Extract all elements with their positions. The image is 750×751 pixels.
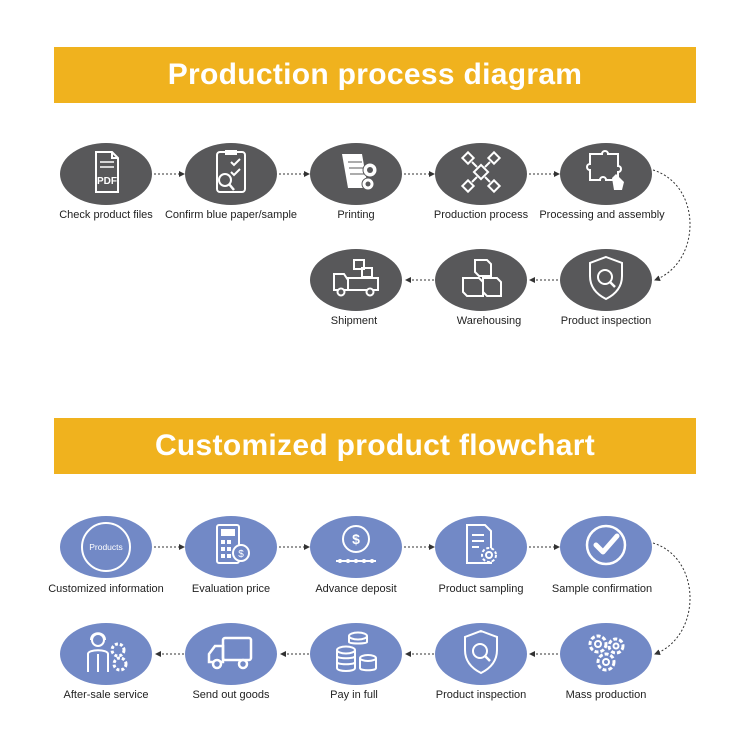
step-printing <box>310 143 402 205</box>
arrow <box>652 542 691 656</box>
arrow <box>652 169 691 282</box>
step-product-inspection <box>560 249 652 311</box>
step-mass-production <box>560 623 652 685</box>
svg-text:$: $ <box>352 531 360 547</box>
svg-text:PDF: PDF <box>97 176 117 187</box>
step-production-process <box>435 143 527 205</box>
delivery-truck-icon <box>203 628 259 681</box>
label-product-sampling: Product sampling <box>438 583 524 595</box>
document-gear-icon <box>453 521 509 574</box>
shield-search-icon <box>578 254 634 307</box>
gears-icon <box>578 628 634 681</box>
products-text: Products <box>89 542 123 552</box>
label-mass-production: Mass production <box>565 689 647 701</box>
checkmark-circle-icon <box>578 521 634 574</box>
step-customized-information: Products <box>60 516 152 578</box>
coin-stack-icon <box>328 628 384 681</box>
process-network-icon <box>453 148 509 201</box>
label-sample-confirmation: Sample confirmation <box>551 583 653 595</box>
label-production-process: Production process <box>433 209 529 221</box>
products-circle-icon: Products <box>81 522 131 572</box>
step-check-product-files: PDF <box>60 143 152 205</box>
step-product-inspection-2 <box>435 623 527 685</box>
step-pay-in-full <box>310 623 402 685</box>
label-evaluation-price: Evaluation price <box>191 583 271 595</box>
label-pay-in-full: Pay in full <box>330 689 378 701</box>
support-agent-icon <box>78 628 134 681</box>
paper-roll-icon <box>328 148 384 201</box>
step-evaluation-price: $ <box>185 516 277 578</box>
step-send-out-goods <box>185 623 277 685</box>
step-product-sampling <box>435 516 527 578</box>
checklist-magnifier-icon <box>203 148 259 201</box>
label-warehousing: Warehousing <box>456 315 522 327</box>
label-after-sale-service: After-sale service <box>63 689 149 701</box>
step-shipment <box>310 249 402 311</box>
label-processing-assembly: Processing and assembly <box>539 209 665 221</box>
calculator-dollar-icon: $ <box>203 521 259 574</box>
label-advance-deposit: Advance deposit <box>315 583 397 595</box>
step-processing-assembly <box>560 143 652 205</box>
step-after-sale-service <box>60 623 152 685</box>
label-check-product-files: Check product files <box>59 209 153 221</box>
label-send-out-goods: Send out goods <box>192 689 270 701</box>
step-sample-confirmation <box>560 516 652 578</box>
label-shipment: Shipment <box>330 315 378 327</box>
pdf-file-icon: PDF <box>78 148 134 201</box>
step-warehousing <box>435 249 527 311</box>
shield-search-icon <box>453 628 509 681</box>
step-confirm-blue-paper <box>185 143 277 205</box>
svg-text:$: $ <box>238 549 244 560</box>
customized-flowchart-title: Customized product flowchart <box>54 418 696 474</box>
boxes-icon <box>453 254 509 307</box>
production-process-title: Production process diagram <box>54 47 696 103</box>
label-printing: Printing <box>337 209 375 221</box>
delivery-truck-icon <box>328 254 384 307</box>
label-product-inspection-2: Product inspection <box>435 689 527 701</box>
step-advance-deposit: $ <box>310 516 402 578</box>
label-product-inspection: Product inspection <box>560 315 652 327</box>
label-customized-information: Customized information <box>48 583 164 595</box>
puzzle-hand-icon <box>578 148 634 201</box>
label-confirm-blue-paper: Confirm blue paper/sample <box>164 209 298 221</box>
dollar-coin-icon: $ <box>328 521 384 574</box>
